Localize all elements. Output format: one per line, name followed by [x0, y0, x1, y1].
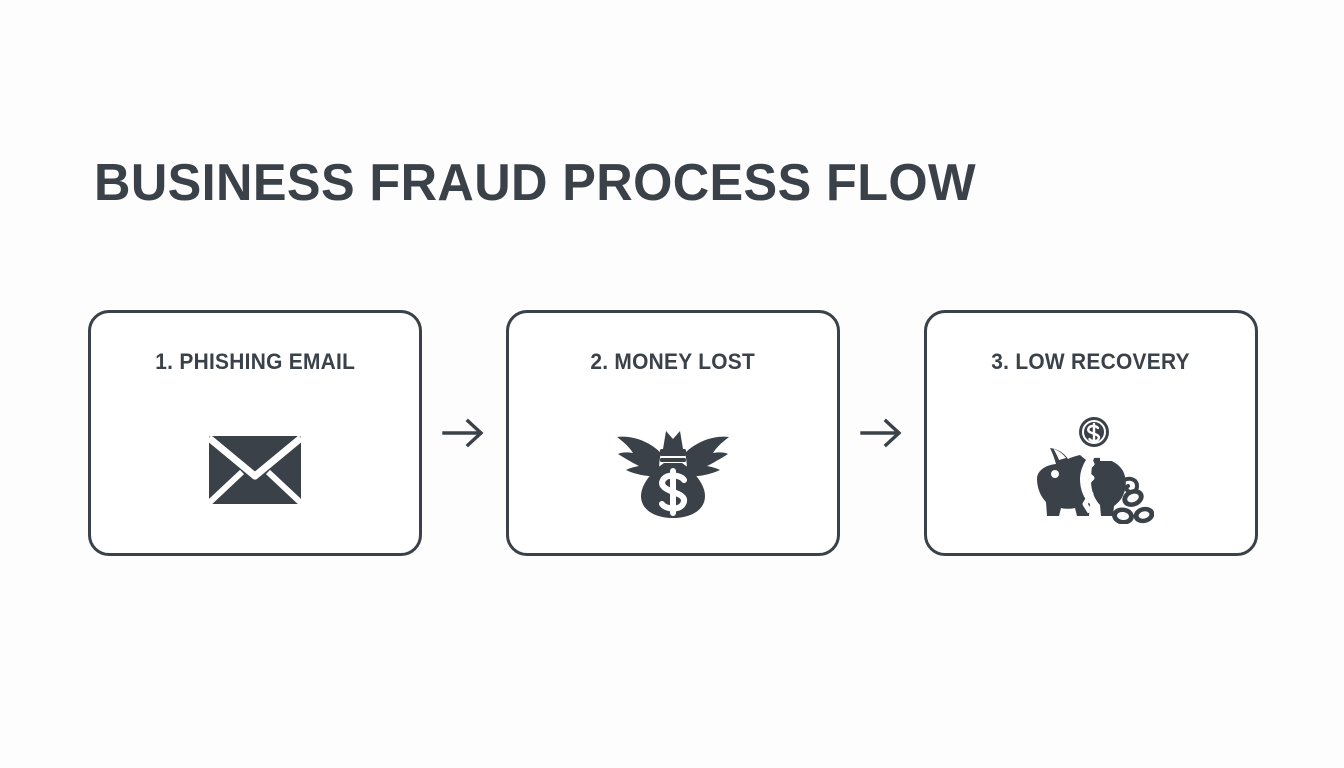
- flow-step-label-3: 3. LOW RECOVERY: [991, 349, 1191, 374]
- flow-step-label-2: 2. MONEY LOST: [590, 349, 756, 374]
- flow-step-card-3[interactable]: 3. LOW RECOVERY: [924, 310, 1258, 556]
- process-flow-row: 1. PHISHING EMAIL 2. MONEY LOST: [88, 308, 1258, 558]
- broken-piggy-bank-icon: [927, 415, 1255, 525]
- arrow-right-icon-1: [438, 413, 490, 453]
- flow-step-card-1[interactable]: 1. PHISHING EMAIL: [88, 310, 422, 556]
- flow-step-card-2[interactable]: 2. MONEY LOST: [506, 310, 840, 556]
- envelope-icon: [91, 415, 419, 525]
- flow-step-label-1: 1. PHISHING EMAIL: [155, 349, 355, 374]
- arrow-right-icon-2: [856, 413, 908, 453]
- winged-money-bag-icon: [509, 415, 837, 525]
- page-title: BUSINESS FRAUD PROCESS FLOW: [94, 154, 977, 212]
